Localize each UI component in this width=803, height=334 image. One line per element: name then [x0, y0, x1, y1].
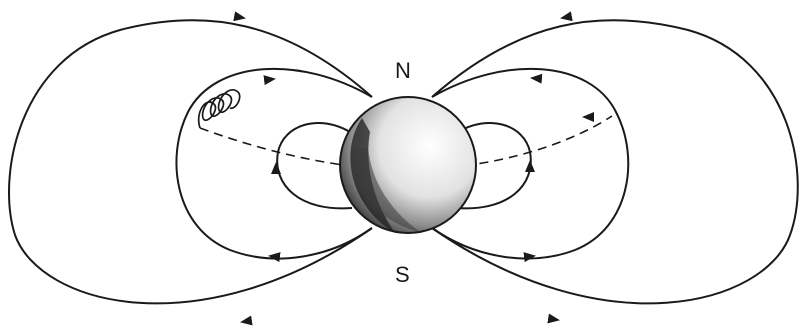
- arrow-right-middle-top: [532, 78, 558, 80]
- arrow-left-outer-bottom: [242, 318, 268, 322]
- outer-field-line-left: [9, 20, 372, 303]
- south-pole-label: S: [395, 262, 410, 287]
- arrow-right-outer-top: [562, 14, 584, 18]
- planet-sphere: [340, 97, 476, 234]
- arrow-right-outer-bottom: [532, 316, 558, 320]
- arrow-left-middle-top: [248, 79, 274, 82]
- arrow-left-outer-top: [222, 14, 244, 18]
- north-pole-label: N: [395, 58, 411, 83]
- helical-particle-path: [199, 90, 240, 128]
